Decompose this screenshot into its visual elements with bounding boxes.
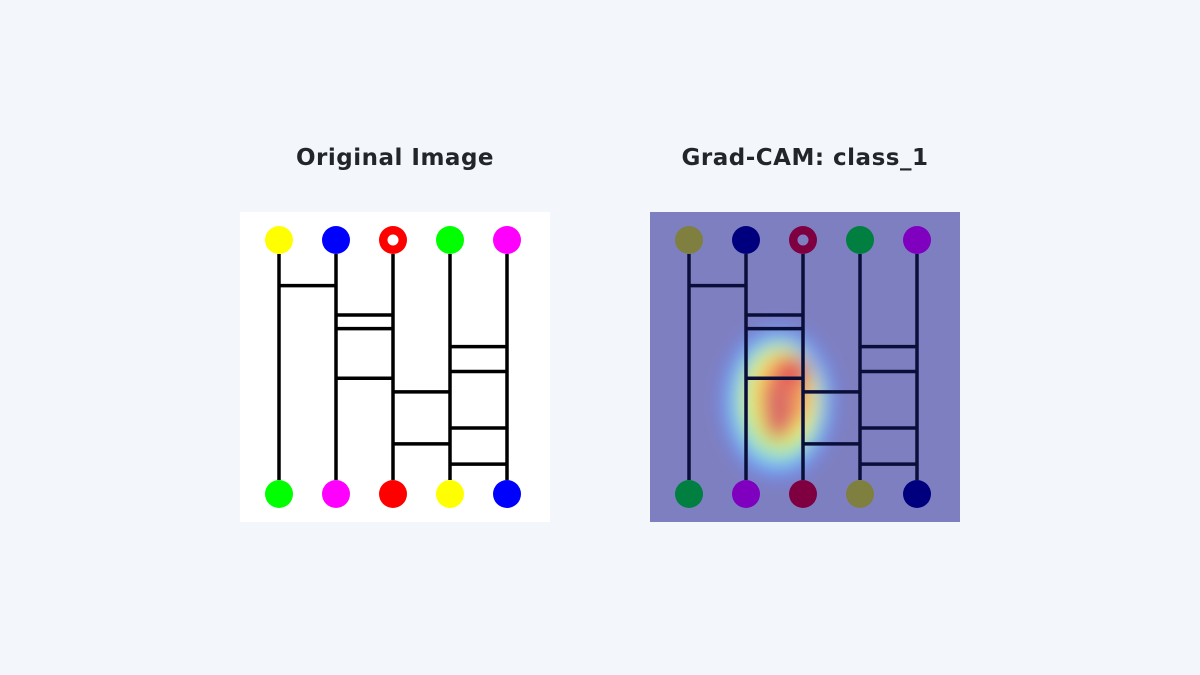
gradcam-top-node-1: [675, 226, 703, 254]
original-image-title: Original Image: [295, 145, 495, 171]
original-bottom-node-2: [322, 480, 350, 508]
gradcam-figure: [650, 212, 960, 522]
gradcam-top-node-ring-hole: [797, 234, 809, 246]
original-bottom-node-3: [379, 480, 407, 508]
gradcam-bottom-node-5: [903, 480, 931, 508]
original-top-node-2: [322, 226, 350, 254]
original-bottom-node-5: [493, 480, 521, 508]
gradcam-top-node-2: [732, 226, 760, 254]
original-ladder-diagram: [240, 212, 550, 522]
original-bottom-node-4: [436, 480, 464, 508]
gradcam-title: Grad-CAM: class_1: [681, 145, 929, 171]
original-top-node-4: [436, 226, 464, 254]
original-top-node-1: [265, 226, 293, 254]
gradcam-top-node-5: [903, 226, 931, 254]
original-image-figure: [240, 212, 550, 522]
gradcam-heat-blob: [720, 324, 836, 480]
original-background: [240, 212, 550, 522]
original-top-node-ring-hole: [387, 234, 399, 246]
gradcam-top-node-4: [846, 226, 874, 254]
gradcam-bottom-node-1: [675, 480, 703, 508]
gradcam-bottom-node-4: [846, 480, 874, 508]
gradcam-bottom-node-2: [732, 480, 760, 508]
original-top-node-5: [493, 226, 521, 254]
original-bottom-node-1: [265, 480, 293, 508]
gradcam-bottom-node-3: [789, 480, 817, 508]
gradcam-heatmap-diagram: [650, 212, 960, 522]
